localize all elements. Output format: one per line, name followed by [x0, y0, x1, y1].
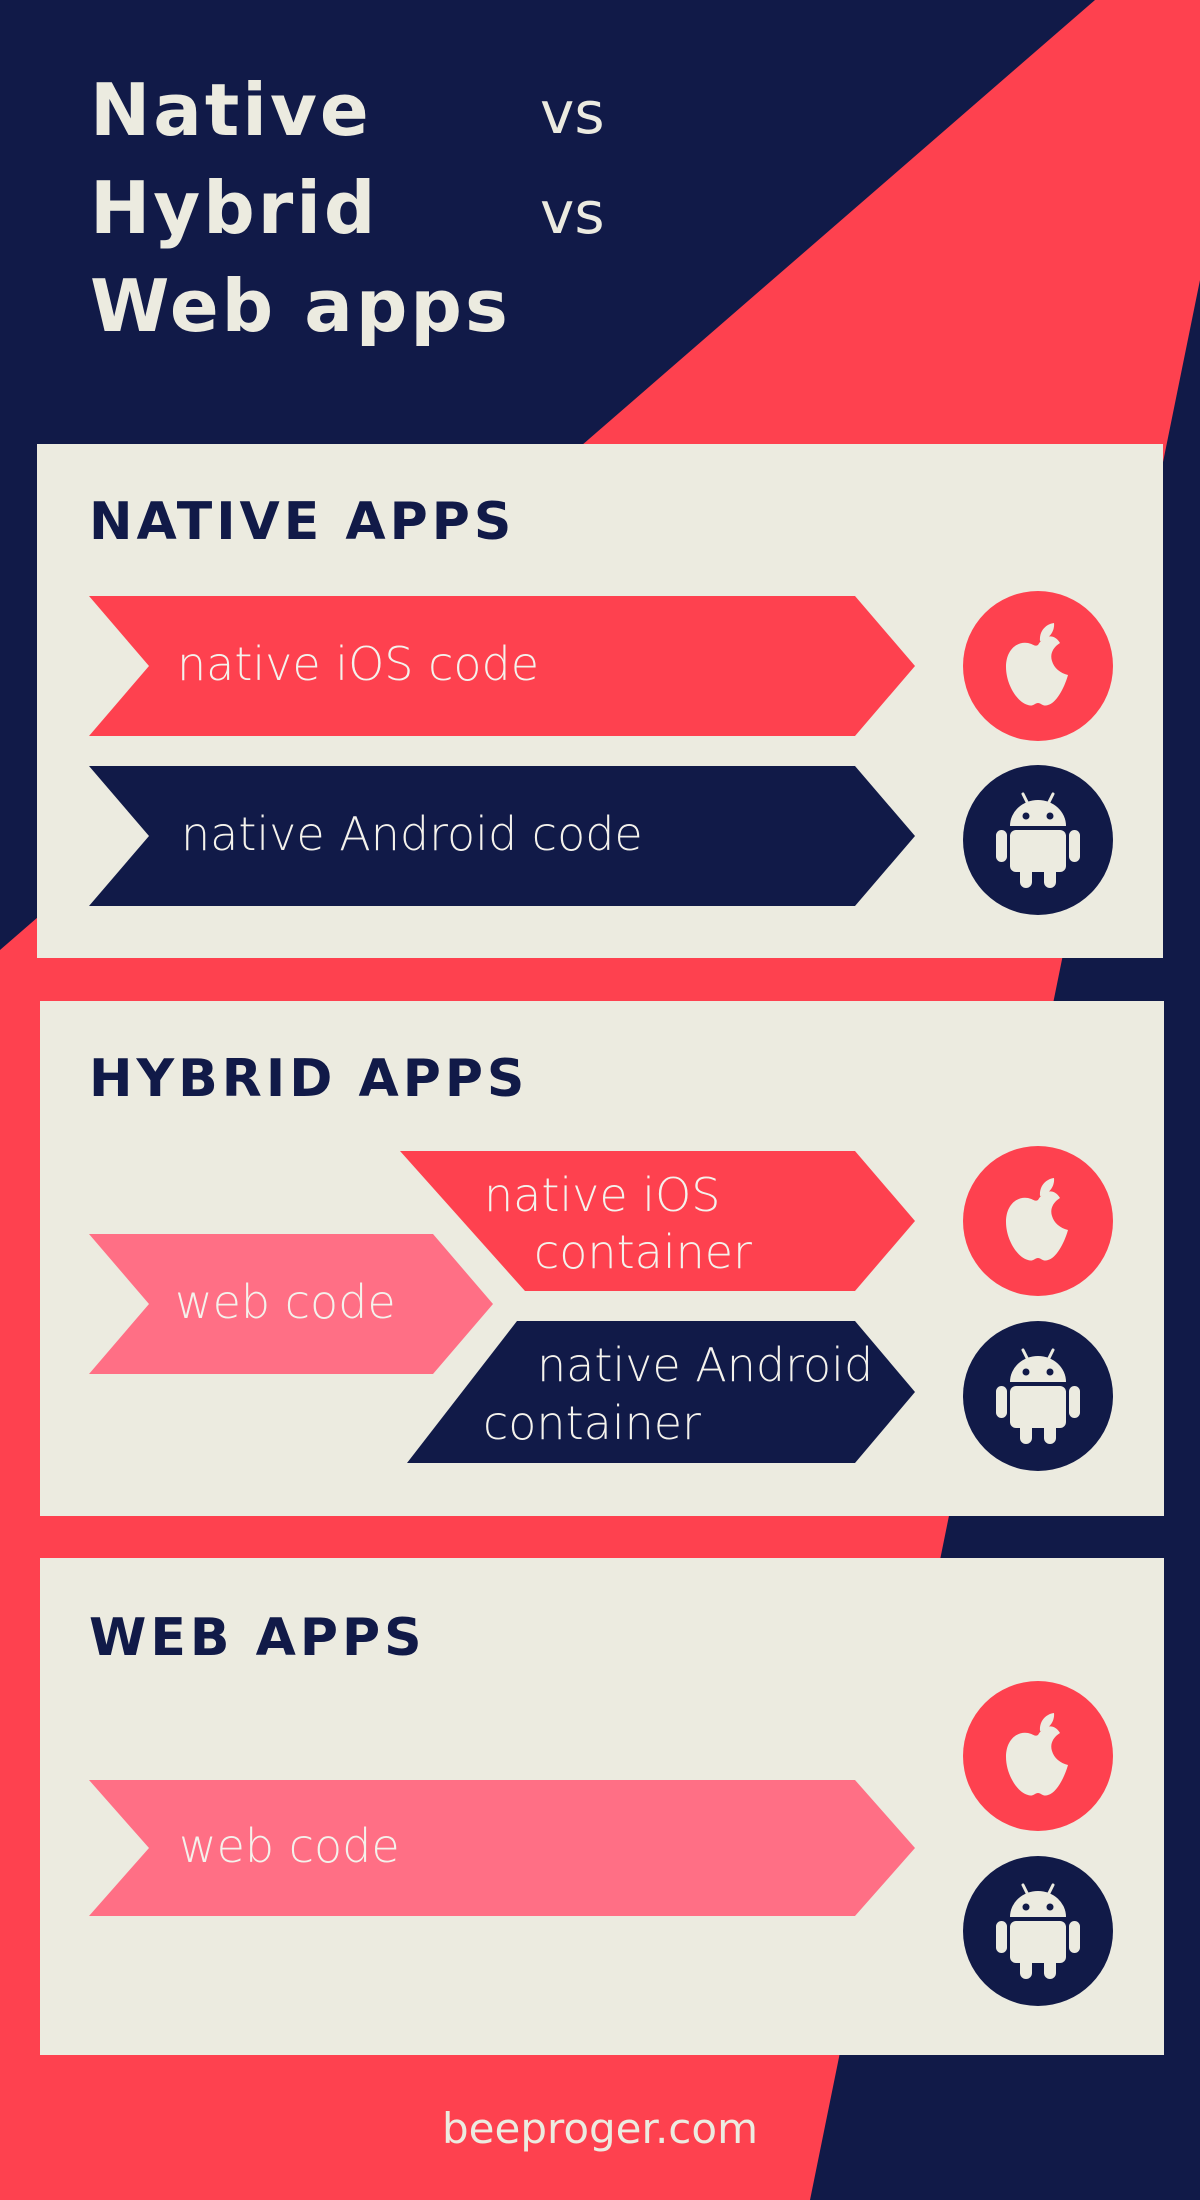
vs-label-2: vs [540, 179, 605, 247]
hybrid-android-container-banner: native Android container [407, 1321, 915, 1463]
web-code-banner: web code [89, 1780, 915, 1916]
hybrid-web-code-banner: web code [89, 1234, 493, 1374]
vs-label-1: vs [540, 79, 605, 147]
hybrid-android-container-line1: native Android [537, 1338, 874, 1392]
web-apple-badge [963, 1681, 1113, 1831]
native-android-code-banner: native Android code [89, 766, 915, 906]
hybrid-web-code-label: web code [175, 1275, 396, 1329]
web-apps-panel: WEB APPS web code [40, 1558, 1164, 2055]
hybrid-ios-container-line1: native iOS [484, 1168, 721, 1222]
title-native: Native [90, 68, 372, 152]
native-android-badge [963, 765, 1113, 915]
title-hybrid: Hybrid [90, 166, 379, 250]
native-apps-panel: NATIVE APPS native iOS code native Andro… [37, 444, 1163, 958]
web-code-label: web code [179, 1819, 400, 1873]
hybrid-android-container-line2: container [483, 1396, 701, 1450]
apple-icon [1006, 623, 1068, 706]
native-ios-code-label: native iOS code [177, 637, 540, 691]
native-ios-code-banner: native iOS code [89, 596, 915, 736]
native-apple-badge [963, 591, 1113, 741]
web-android-badge [963, 1856, 1113, 2006]
android-icon [996, 792, 1080, 888]
apple-icon [1006, 1178, 1068, 1261]
android-icon [996, 1883, 1080, 1979]
hybrid-apple-badge [963, 1146, 1113, 1296]
hybrid-ios-container-banner: native iOS container [400, 1151, 915, 1291]
title-web-apps: Web apps [90, 264, 511, 348]
android-icon [996, 1348, 1080, 1444]
native-apps-title: NATIVE APPS [89, 492, 516, 552]
hybrid-ios-container-line2: container [534, 1225, 752, 1279]
hybrid-android-badge [963, 1321, 1113, 1471]
apple-icon [1006, 1713, 1068, 1796]
web-apps-title: WEB APPS [89, 1608, 426, 1668]
footer-site-link[interactable]: beeproger.com [441, 2104, 758, 2153]
hybrid-apps-title: HYBRID APPS [89, 1049, 529, 1109]
hybrid-apps-panel: HYBRID APPS native iOS container native … [40, 1001, 1164, 1516]
native-android-code-label: native Android code [181, 807, 643, 861]
